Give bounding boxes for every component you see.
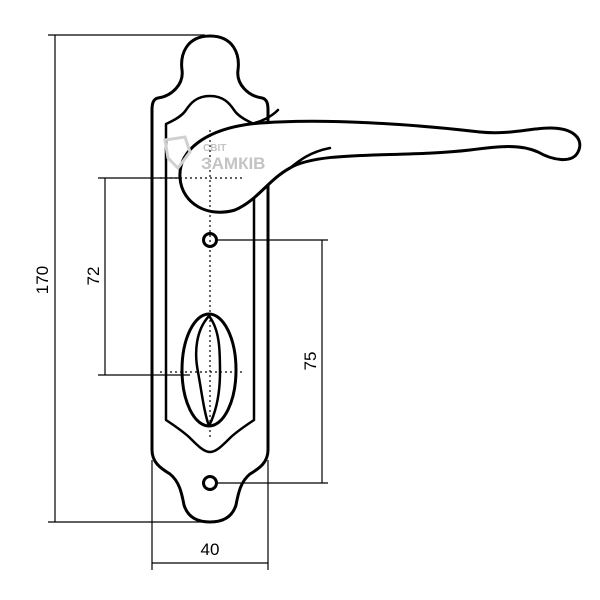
lower-screw-hole [202,475,218,491]
watermark-line1: СВІТ [203,143,226,154]
center-lines [160,130,245,440]
dim-plate-width: 40 [201,540,220,559]
handle-lever [178,119,582,214]
thumb-turn-knob [194,314,222,428]
dim-handle-to-turn: 72 [84,267,103,286]
dim-overall-height: 170 [33,266,52,294]
handle-neck [248,108,332,170]
dim-hole-spacing: 75 [301,352,320,371]
thumb-turn-rosette [180,312,238,428]
plate-outline [150,34,270,524]
watermark-line2: ЗАМКІВ [201,154,265,173]
watermark: СВІТ ЗАМКІВ [163,135,265,173]
watermark-shield-icon [163,135,192,171]
dimension-lines [48,34,328,570]
plate-inner-outline [164,94,256,454]
